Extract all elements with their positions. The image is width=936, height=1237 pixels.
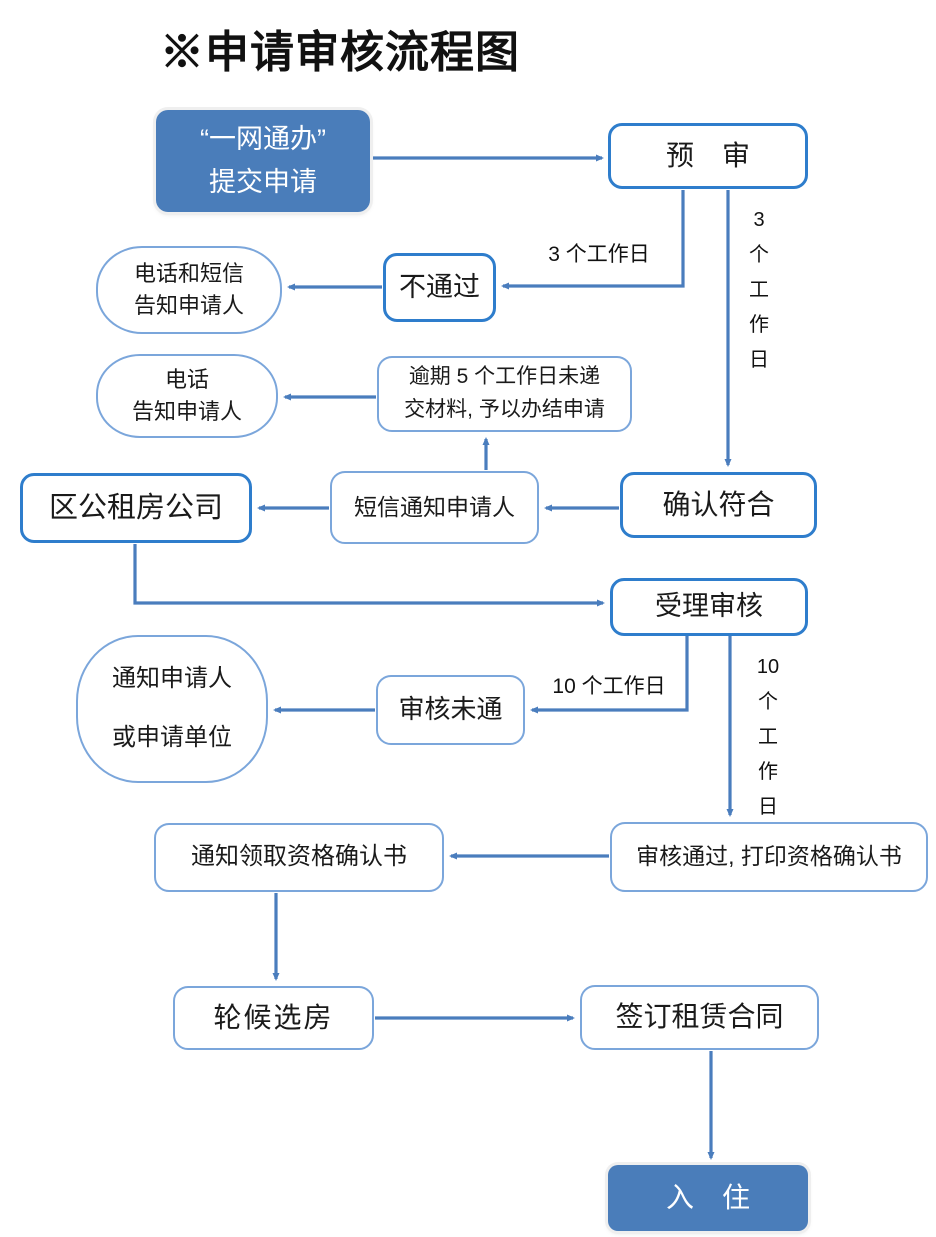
node-queue-select-house: 轮候选房 xyxy=(173,986,374,1050)
node-move-in: 入 住 xyxy=(608,1165,808,1231)
node-notify-phone: 电话 告知申请人 xyxy=(96,354,278,438)
node-overdue-close-case: 逾期 5 个工作日未递 交材料, 予以办结申请 xyxy=(377,356,632,432)
node-notify-phone-sms: 电话和短信 告知申请人 xyxy=(96,246,282,334)
page-title: ※申请审核流程图 xyxy=(160,28,520,77)
node-not-pass: 不通过 xyxy=(383,253,496,322)
arrow-prereview-to-notpass xyxy=(501,190,685,290)
node-submit-application: “一网通办” 提交申请 xyxy=(156,110,370,212)
label-10-working-days-vertical: 10 个 工 作 日 xyxy=(756,656,780,818)
node-confirm-eligible: 确认符合 xyxy=(620,472,817,538)
node-sms-notify-applicant: 短信通知申请人 xyxy=(330,471,539,544)
node-review-not-passed: 审核未通 xyxy=(376,675,525,745)
label-3-working-days-vertical: 3 个 工 作 日 xyxy=(749,209,769,371)
arrow-accept-to-reviewfail xyxy=(530,636,689,714)
arrow-district-to-accept xyxy=(133,544,605,607)
node-review-passed-print-cert: 审核通过, 打印资格确认书 xyxy=(610,822,928,892)
label-3-working-days: 3 个工作日 xyxy=(548,243,650,266)
node-district-housing-company: 区公租房公司 xyxy=(20,473,252,543)
label-10-working-days: 10 个工作日 xyxy=(552,675,666,698)
node-notify-get-certificate: 通知领取资格确认书 xyxy=(154,823,444,892)
node-notify-applicant-or-unit: 通知申请人 或申请单位 xyxy=(76,635,268,783)
node-sign-lease-contract: 签订租赁合同 xyxy=(580,985,819,1050)
node-accept-review: 受理审核 xyxy=(610,578,808,636)
node-pre-review: 预 审 xyxy=(608,123,808,189)
